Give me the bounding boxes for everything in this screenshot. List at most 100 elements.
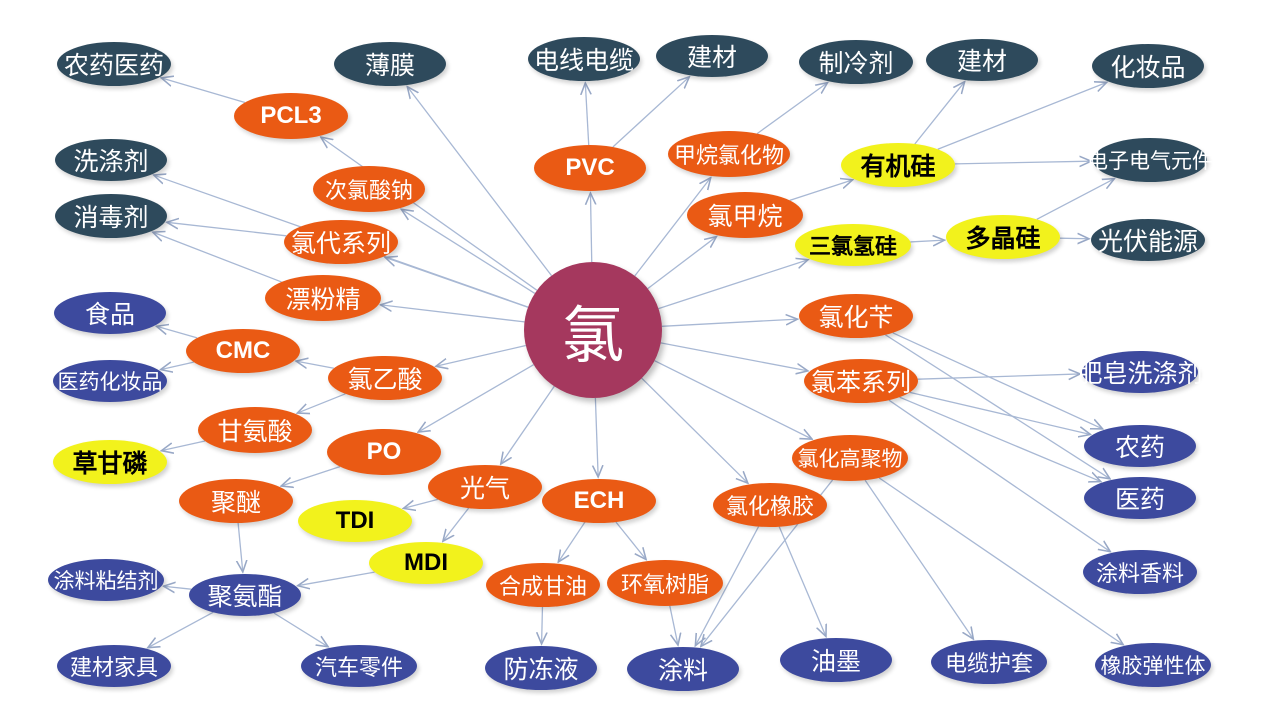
app-soap-detergent: 肥皂洗涤剂 xyxy=(1078,351,1203,393)
node-bleaching-powder: 漂粉精 xyxy=(265,275,381,321)
node-synthetic-glycerin: 合成甘油 xyxy=(486,563,600,607)
node-cmc: CMC xyxy=(186,329,300,373)
edge-arrow-organosilicon-to-a_building2 xyxy=(914,82,965,145)
edge-arrow-organosilicon-to-a_cosmetics xyxy=(937,82,1107,150)
node-mdi: MDI xyxy=(369,542,483,584)
edge-arrow-hub-to-pvc xyxy=(590,193,591,263)
app-medicine: 医药 xyxy=(1084,477,1196,519)
edge-arrow-hub-to-rubber_cl xyxy=(641,377,748,483)
app-building-materials: 建材 xyxy=(926,39,1038,81)
edge-arrow-pvc-to-a_wire xyxy=(585,83,588,146)
node-polyether: 聚醚 xyxy=(179,479,293,523)
edge-arrow-hub-to-methyl_chloride xyxy=(647,237,717,290)
edge-arrow-polysilicon-to-a_electronics xyxy=(1036,179,1115,220)
edge-arrow-pcl3-to-a_pesticide_pharma xyxy=(161,78,246,104)
edge-arrow-polyurethane-to-a_building_furn xyxy=(148,611,214,647)
edge-arrow-hub-to-cl_polymer xyxy=(654,360,813,439)
edge-arrow-hub-to-chloromethanes xyxy=(634,178,711,277)
edge-arrow-chlorobenzenes-to-a_pesticide xyxy=(909,391,1091,434)
node-benzyl-chloride: 氯化苄 xyxy=(799,294,913,338)
app-building-furniture: 建材家具 xyxy=(57,645,171,687)
app-wire-cable: 电线电缆 xyxy=(528,37,640,81)
edge-arrow-polyether-to-polyurethane xyxy=(238,522,243,572)
edge-arrow-hub-to-benzyl_chloride xyxy=(661,319,798,327)
edge-arrow-epoxy-to-a_coating xyxy=(669,605,678,645)
edge-arrow-cl_polymer-to-a_elastomer xyxy=(878,477,1123,645)
node-organosilicon: 有机硅 xyxy=(841,143,955,187)
edge-arrow-trichlorosilane-to-polysilicon xyxy=(910,240,944,242)
node-glyphosate: 草甘磷 xyxy=(53,440,167,484)
edge-arrow-benzyl_chloride-to-a_medicine xyxy=(885,334,1110,479)
app-auto-parts: 汽车零件 xyxy=(301,645,417,687)
node-phosgene: 光气 xyxy=(428,465,542,509)
node-chlorinated-series: 氯代系列 xyxy=(284,220,398,264)
app-cosmetics: 化妆品 xyxy=(1092,44,1204,88)
edge-arrow-methyl_chloride-to-organosilicon xyxy=(789,180,853,201)
edge-arrow-hub-to-pcl3 xyxy=(321,137,538,291)
app-ink: 油墨 xyxy=(780,638,892,682)
edge-arrow-hub-to-chloroacetic xyxy=(436,344,526,367)
edge-arrow-chloroacetic-to-glycine xyxy=(297,393,346,413)
app-food: 食品 xyxy=(54,292,166,334)
node-polysilicon: 多晶硅 xyxy=(946,215,1060,259)
edge-arrow-hub-to-po xyxy=(418,364,534,432)
edge-arrow-hub-to-ech xyxy=(595,397,598,477)
edge-arrow-pvc-to-a_building1 xyxy=(612,77,689,148)
app-electronic-components: 电子电气元件 xyxy=(1087,138,1213,182)
node-trichlorosilane: 三氯氢硅 xyxy=(795,224,911,266)
app-film: 薄膜 xyxy=(334,42,446,86)
chlorine-hub-node: 氯 xyxy=(524,262,662,398)
node-glycine: 甘氨酸 xyxy=(198,407,312,453)
edge-arrow-glycerin-to-a_antifreeze xyxy=(542,606,543,644)
edge-arrow-chloromethanes-to-a_refrigerant xyxy=(756,83,827,135)
node-chlorinated-polymer: 氯化高聚物 xyxy=(792,435,908,481)
node-chloroacetic-acid: 氯乙酸 xyxy=(328,356,442,400)
edge-arrow-glycine-to-glyphosate xyxy=(161,440,206,451)
edge-arrow-cl_polymer-to-a_cable_sheath xyxy=(864,479,973,639)
app-disinfectant: 消毒剂 xyxy=(55,194,167,238)
edge-arrow-phosgene-to-mdi xyxy=(443,507,470,541)
edge-arrow-hub-to-chlorinated_series xyxy=(385,257,529,308)
edge-arrow-organosilicon-to-a_electronics xyxy=(954,161,1091,164)
app-detergent: 洗涤剂 xyxy=(55,139,167,181)
edge-arrow-hub-to-bleach xyxy=(381,305,525,323)
edge-arrow-hub-to-chlorobenzenes xyxy=(660,342,808,371)
app-coating: 涂料 xyxy=(627,647,739,691)
node-chlorobenzene-series: 氯苯系列 xyxy=(804,359,918,403)
edge-arrow-polysilicon-to-a_pv xyxy=(1059,238,1089,239)
node-po: PO xyxy=(327,429,441,475)
edge-arrow-polyurethane-to-a_coating_adh xyxy=(164,586,192,589)
app-refrigerant: 制冷剂 xyxy=(799,40,913,84)
node-sodium-hypochlorite: 次氯酸钠 xyxy=(313,166,425,212)
node-polyurethane: 聚氨酯 xyxy=(189,574,301,616)
edge-arrow-chlorinated_series-to-a_disinfectant xyxy=(167,222,287,237)
app-photovoltaic: 光伏能源 xyxy=(1091,219,1205,261)
node-ech: ECH xyxy=(542,479,656,523)
app-pesticide-pharma: 农药医药 xyxy=(57,42,171,86)
node-chloromethanes: 甲烷氯化物 xyxy=(668,131,790,177)
edge-arrow-chlorobenzenes-to-a_soap xyxy=(917,374,1080,379)
edge-arrow-hub-to-trichlorosilane xyxy=(658,260,808,310)
edge-arrow-hub-to-phosgene xyxy=(501,385,555,464)
edge-arrow-chlorobenzenes-to-a_medicine xyxy=(899,396,1101,481)
app-coating-fragrance: 涂料香料 xyxy=(1083,550,1197,594)
node-tdi: TDI xyxy=(298,500,412,542)
node-pvc: PVC xyxy=(534,145,646,191)
edge-arrow-chlorobenzenes-to-a_coating_frag xyxy=(888,399,1110,552)
edge-arrow-ech-to-epoxy xyxy=(615,521,646,560)
edge-arrow-cmc-to-a_pharma_cosm xyxy=(161,362,194,369)
edge-arrow-chloroacetic-to-cmc xyxy=(296,361,334,368)
app-cable-sheath: 电缆护套 xyxy=(931,640,1047,684)
app-antifreeze: 防冻液 xyxy=(485,646,597,690)
app-rubber-elastomer: 橡胶弹性体 xyxy=(1095,643,1211,687)
edge-arrow-hub-to-hypochlorite xyxy=(401,209,536,294)
edge-arrow-polyurethane-to-a_auto xyxy=(273,612,328,647)
app-coating-adhesive: 涂料粘结剂 xyxy=(48,559,164,601)
edge-arrow-rubber_cl-to-a_coating xyxy=(695,526,760,646)
edge-arrow-mdi-to-polyurethane xyxy=(298,571,375,586)
edge-arrow-po-to-polyether xyxy=(281,465,341,486)
node-methyl-chloride: 氯甲烷 xyxy=(687,192,803,238)
edge-arrow-benzyl_chloride-to-a_pesticide xyxy=(892,332,1103,429)
edge-arrow-cmc-to-a_food xyxy=(156,326,198,339)
